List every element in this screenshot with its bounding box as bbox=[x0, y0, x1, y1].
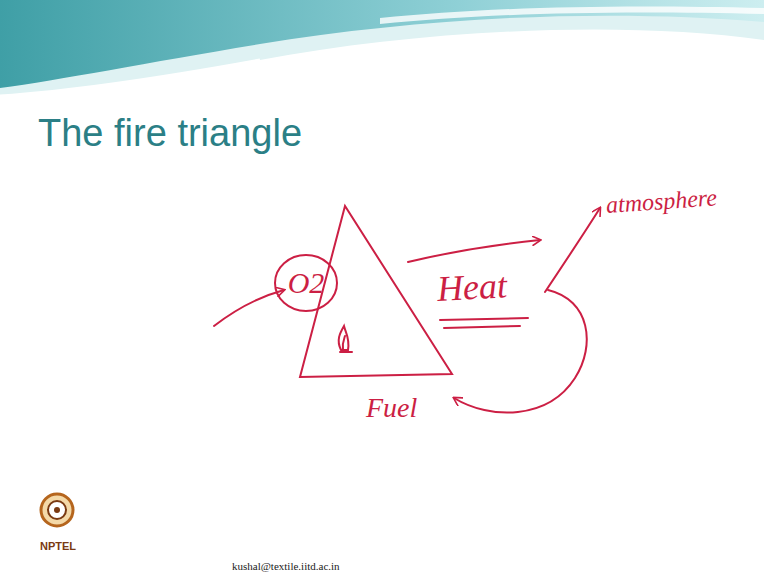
fuel-label: Fuel bbox=[366, 392, 417, 424]
oxygen-label: O2 bbox=[275, 266, 337, 300]
oxygen-arrow bbox=[214, 290, 284, 326]
nptel-logo bbox=[41, 494, 73, 526]
heat-underline bbox=[440, 318, 528, 320]
slide-title: The fire triangle bbox=[38, 112, 302, 155]
header-edge bbox=[0, 60, 260, 96]
heat-underline bbox=[444, 326, 520, 328]
flame-symbol bbox=[339, 326, 349, 350]
flame-base bbox=[340, 351, 352, 353]
atmosphere-label: atmosphere bbox=[605, 184, 718, 219]
oxygen-circle: O2 bbox=[275, 255, 337, 311]
logo-text: NPTEL bbox=[40, 540, 76, 552]
atmosphere-arrow bbox=[545, 208, 600, 292]
heat-out-arrow bbox=[408, 240, 540, 262]
heat-label: Heat bbox=[436, 264, 508, 310]
header-band bbox=[0, 0, 764, 96]
header-wave bbox=[0, 0, 764, 88]
heat-feedback-arrow bbox=[454, 290, 587, 413]
header-highlight bbox=[380, 6, 764, 24]
footer-email: kushal@textile.iitd.ac.in bbox=[232, 560, 340, 572]
